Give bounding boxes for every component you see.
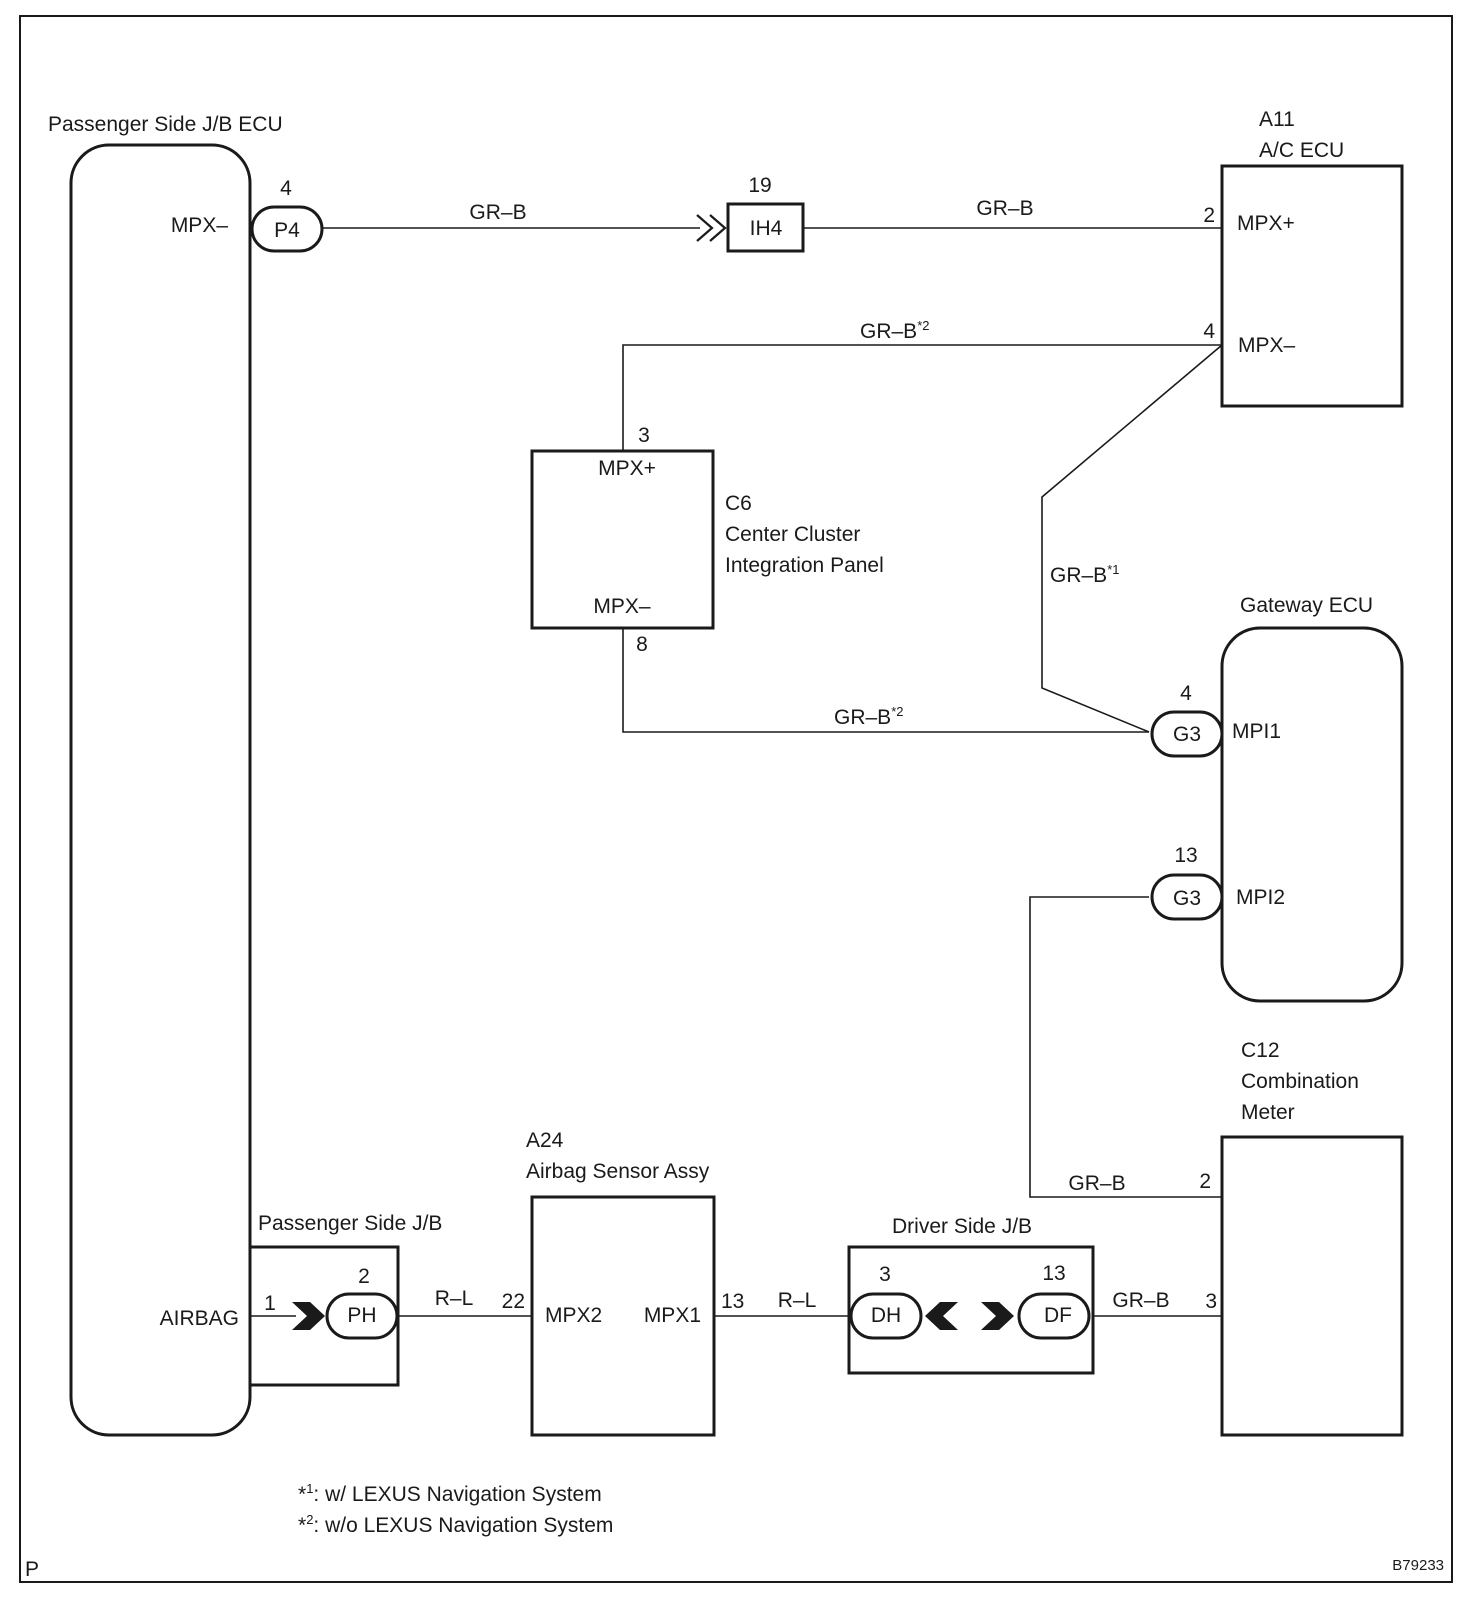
connector-g3-top — [1150, 710, 1224, 758]
connector-p4-pin: 4 — [280, 177, 292, 200]
note-2-mark: * — [298, 1514, 306, 1537]
wire-ac-gateway — [1041, 344, 1223, 733]
wire-gateway-meter — [1029, 896, 1222, 1198]
connector-ph-label: PH — [347, 1304, 376, 1327]
wire-label-ih4-ac: GR–B — [976, 197, 1033, 220]
ac-ecu-mpx-minus: MPX– — [1238, 334, 1296, 357]
corner-left-mark: P — [25, 1558, 39, 1581]
wire-label-ph-airbag: R–L — [435, 1287, 474, 1310]
note-2-sup: 2 — [306, 1512, 313, 1527]
wire-label-ac-gateway-sup: *1 — [1107, 562, 1119, 577]
center-cluster-pin-top: 3 — [638, 424, 650, 447]
wire-label-ac-cluster: GR–B*2 — [860, 318, 929, 343]
note-1-text: : w/ LEXUS Navigation System — [313, 1483, 601, 1506]
ac-ecu-box — [1220, 164, 1404, 408]
airbag-sensor-mpx1: MPX1 — [644, 1304, 701, 1327]
airbag-sensor-box — [530, 1195, 716, 1437]
connector-p4-label: P4 — [274, 219, 300, 242]
connector-df — [1017, 1292, 1091, 1340]
ac-ecu-pin-mpx-plus: 2 — [1203, 204, 1215, 227]
wire-cluster-gateway — [622, 628, 1149, 733]
center-cluster-box — [530, 449, 715, 630]
wires — [250, 227, 1223, 1317]
combination-meter-box — [1220, 1135, 1404, 1437]
airbag-sensor-code: A24 — [526, 1129, 564, 1152]
airbag-sensor-name: Airbag Sensor Assy — [526, 1160, 710, 1183]
gateway-ecu-box — [1220, 626, 1404, 1003]
combination-meter-pin-top: 2 — [1199, 1170, 1211, 1193]
gateway-ecu-title: Gateway ECU — [1240, 594, 1373, 617]
ac-ecu-mpx-plus: MPX+ — [1237, 212, 1295, 235]
airbag-sensor-pin-right: 13 — [721, 1290, 744, 1313]
center-cluster-mpx-minus: MPX– — [593, 595, 651, 618]
center-cluster-code: C6 — [725, 492, 752, 515]
passenger-jb-ecu-mpx-minus: MPX– — [171, 214, 229, 237]
connector-g3-bottom-label: G3 — [1173, 887, 1201, 910]
gateway-ecu-mpi2: MPI2 — [1236, 886, 1285, 909]
connector-ph-pin-in: 1 — [264, 1292, 276, 1315]
wire-label-cluster-gateway: GR–B*2 — [834, 704, 903, 729]
diagram-frame — [19, 15, 1453, 1583]
wire-label-cluster-gateway-text: GR–B — [834, 706, 891, 729]
ac-ecu-code: A11 — [1259, 108, 1295, 131]
passenger-jb-ecu-box — [69, 143, 252, 1437]
driver-jb-title: Driver Side J/B — [892, 1215, 1032, 1238]
wire-label-ac-cluster-sup: *2 — [917, 318, 929, 333]
connector-dh-pin: 3 — [879, 1263, 891, 1286]
connector-p4 — [250, 205, 324, 253]
note-1-mark: * — [298, 1483, 306, 1506]
connector-df-label: DF — [1044, 1304, 1072, 1327]
combination-meter-code: C12 — [1241, 1039, 1280, 1062]
wire-label-df-meter: GR–B — [1112, 1289, 1169, 1312]
wire-label-gateway-meter: GR–B — [1068, 1172, 1125, 1195]
center-cluster-name-line1: Center Cluster — [725, 523, 860, 546]
center-cluster-pin-bottom: 8 — [636, 633, 648, 656]
note-1: *1: w/ LEXUS Navigation System — [298, 1481, 602, 1506]
wire-ac-cluster — [622, 344, 1222, 487]
connector-ph — [325, 1292, 399, 1340]
connector-g3-top-label: G3 — [1173, 723, 1201, 746]
passenger-jb-ecu-airbag: AIRBAG — [160, 1307, 239, 1330]
note-1-sup: 1 — [306, 1481, 313, 1496]
connector-df-pin: 13 — [1042, 1262, 1065, 1285]
connector-ih4-arrow-outer — [696, 214, 714, 242]
wire-label-ac-gateway: GR–B*1 — [1050, 562, 1119, 587]
ac-ecu-pin-mpx-minus: 4 — [1203, 320, 1215, 343]
passenger-jb-ecu-title: Passenger Side J/B ECU — [48, 113, 283, 136]
connector-g3-bottom — [1150, 873, 1224, 921]
connector-ih4-label: IH4 — [750, 217, 783, 240]
connector-ih4 — [726, 202, 805, 253]
gateway-ecu-mpi1: MPI1 — [1232, 720, 1281, 743]
airbag-sensor-pin-left: 22 — [502, 1290, 525, 1313]
wire-label-cluster-gateway-sup: *2 — [891, 704, 903, 719]
wire-label-ac-cluster-text: GR–B — [860, 320, 917, 343]
connector-ih4-arrow-inner — [709, 214, 727, 242]
figure-id: B79233 — [1392, 1557, 1444, 1574]
connector-ih4-pin: 19 — [748, 174, 771, 197]
wire-label-p4-ih4: GR–B — [469, 201, 526, 224]
combination-meter-name-line2: Meter — [1241, 1101, 1295, 1124]
combination-meter-pin-bottom: 3 — [1205, 1290, 1217, 1313]
connector-dh-arrow — [925, 1302, 958, 1330]
connector-dh — [849, 1292, 923, 1340]
connector-g3-bottom-pin: 13 — [1174, 844, 1197, 867]
combination-meter-name-line1: Combination — [1241, 1070, 1359, 1093]
passenger-jb-title: Passenger Side J/B — [258, 1212, 442, 1235]
connector-dh-label: DH — [871, 1304, 901, 1327]
center-cluster-name-line2: Integration Panel — [725, 554, 884, 577]
center-cluster-mpx-plus: MPX+ — [598, 457, 656, 480]
connector-ph-pin: 2 — [358, 1265, 370, 1288]
connector-g3-top-pin: 4 — [1180, 682, 1192, 705]
note-2-text: : w/o LEXUS Navigation System — [313, 1514, 613, 1537]
connector-df-arrow — [981, 1302, 1014, 1330]
wire-label-ac-gateway-text: GR–B — [1050, 564, 1107, 587]
wire-label-airbag-dh: R–L — [778, 1289, 817, 1312]
airbag-sensor-mpx2: MPX2 — [545, 1304, 602, 1327]
ac-ecu-name: A/C ECU — [1259, 139, 1344, 162]
connector-ph-arrow — [292, 1302, 325, 1330]
note-2: *2: w/o LEXUS Navigation System — [298, 1512, 613, 1537]
